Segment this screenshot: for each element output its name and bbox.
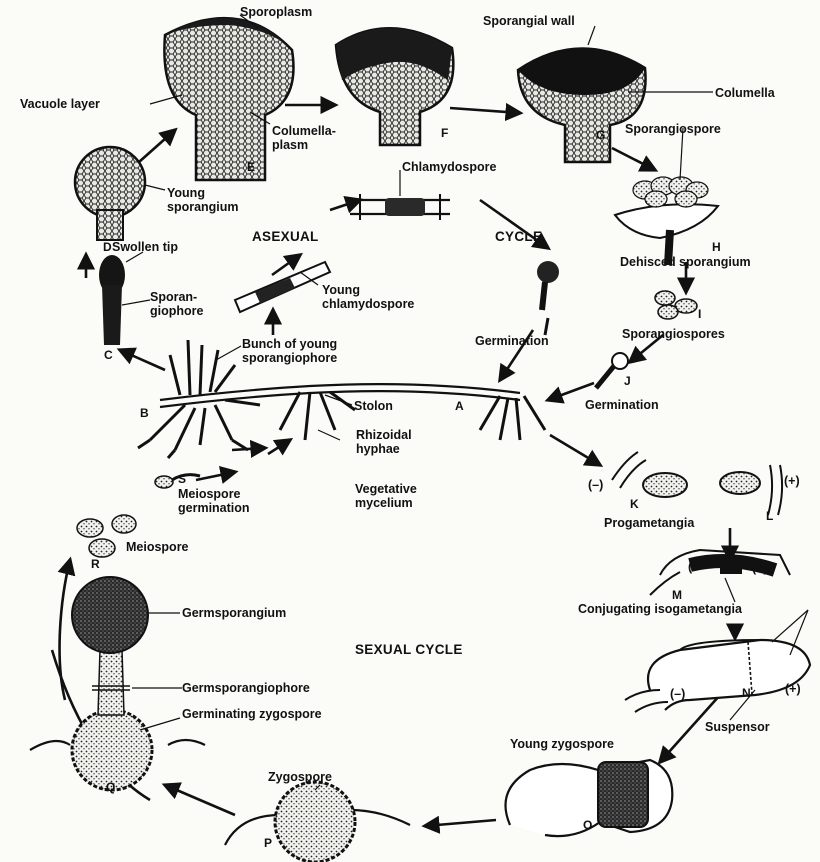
label-bunch-young-sporangiophore: Bunch of young sporangiophore: [242, 337, 337, 365]
label-vegetative-mycelium: Vegetative mycelium: [355, 482, 417, 510]
zygospore-p: [225, 782, 410, 862]
sporangiophore-c: [99, 255, 125, 345]
label-swollen-tip: Swollen tip: [112, 240, 178, 254]
label-vacuole-layer: Vacuole layer: [20, 97, 100, 111]
letter-e: E: [247, 160, 255, 174]
label-young-sporangium: Young sporangium: [167, 186, 239, 214]
label-germinating-zygospore: Germinating zygospore: [182, 707, 322, 721]
label-columella-plasm: Columella- plasm: [272, 124, 336, 152]
label-plus-n: (+): [785, 682, 801, 696]
label-conjugating-isogametangia: Conjugating isogametangia: [578, 602, 742, 616]
sporangium-f: [336, 28, 453, 145]
letter-o: O: [583, 818, 592, 832]
letter-n: N: [742, 686, 751, 700]
label-germination-chlamydospore: Germination: [475, 334, 549, 348]
letter-s: S: [178, 472, 186, 486]
chlamydospore: [350, 194, 450, 220]
label-sexual-cycle: SEXUAL CYCLE: [355, 643, 463, 657]
label-plus-l: (+): [784, 474, 800, 488]
label-sporangiospores: Sporangiospores: [622, 327, 725, 341]
label-meiospore-germination: Meiospore germination: [178, 487, 250, 515]
label-sporangiospore: Sporangiospore: [625, 122, 721, 136]
letter-i: I: [698, 307, 701, 321]
gametangia-n: [625, 640, 810, 712]
label-chlamydospore: Chlamydospore: [402, 160, 496, 174]
letter-f: F: [441, 126, 448, 140]
letter-r: R: [91, 557, 100, 571]
label-suspensor: Suspensor: [705, 720, 770, 734]
label-germination-spore: Germination: [585, 398, 659, 412]
label-minus-m: (–: [688, 560, 699, 574]
conjugating-gametangia-m: [650, 550, 790, 595]
label-rhizoidal-hyphae: Rhizoidal hyphae: [356, 428, 412, 456]
letter-a: A: [455, 399, 464, 413]
label-columella: Columella: [715, 86, 775, 100]
label-dehisced-sporangium: Dehisced sporangium: [620, 255, 751, 269]
label-minus-k: (–): [588, 478, 603, 492]
label-sporangial-wall: Sporangial wall: [483, 14, 575, 28]
label-meiospore: Meiospore: [126, 540, 189, 554]
label-young-zygospore: Young zygospore: [510, 737, 614, 751]
letter-h: H: [712, 240, 721, 254]
label-cycle: CYCLE: [495, 230, 542, 244]
label-young-chlamydospore: Young chlamydospore: [322, 283, 414, 311]
mycelium: [138, 340, 545, 458]
label-sporoplasm: Sporoplasm: [240, 5, 312, 19]
letter-q: Q: [106, 780, 115, 794]
label-germsporangiophore: Germsporangiophore: [182, 681, 310, 695]
label-sporangiophore: Sporan- giophore: [150, 290, 203, 318]
letter-m: M: [672, 588, 682, 602]
dehisced-sporangium-h: [615, 177, 718, 265]
sporangium-g: [518, 48, 646, 162]
young-chlamydospore: [235, 262, 330, 312]
letter-d: D: [103, 240, 112, 254]
label-germsporangium: Germsporangium: [182, 606, 286, 620]
letter-g: G: [596, 128, 605, 142]
letter-c: C: [104, 348, 113, 362]
label-plus-m: (+): [752, 561, 768, 575]
sporangium-e: [164, 18, 293, 180]
germinating-zygospore-q: [30, 577, 205, 790]
letter-k: K: [630, 497, 639, 511]
label-zygospore: Zygospore: [268, 770, 332, 784]
letter-p: P: [264, 836, 272, 850]
label-asexual: ASEXUAL: [252, 230, 319, 244]
label-minus-n: (–): [670, 687, 685, 701]
label-stolon: Stolon: [354, 399, 393, 413]
young-sporangium-d: [75, 147, 145, 240]
label-progametangia: Progametangia: [604, 516, 694, 530]
letter-b: B: [140, 406, 149, 420]
germinating-chlamydospore: [537, 261, 559, 335]
letter-j: J: [624, 374, 631, 388]
letter-l: L: [766, 509, 773, 523]
sporangiospores-i: [655, 291, 697, 319]
